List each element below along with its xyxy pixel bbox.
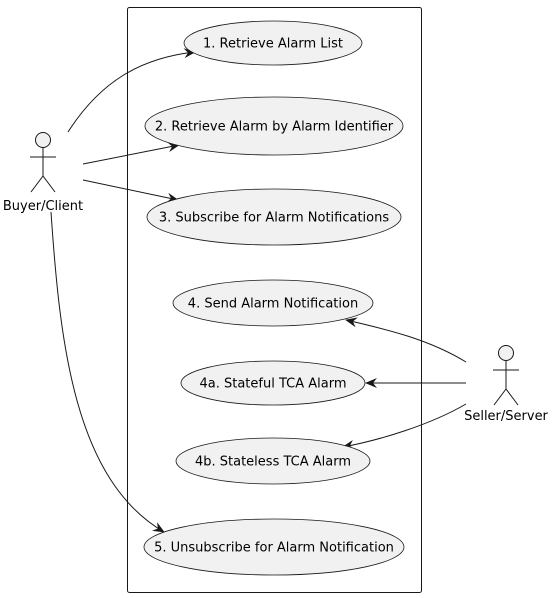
usecase-ellipse (143, 518, 405, 576)
link-buyer-uc1 (67, 48, 196, 133)
usecase-ellipse (183, 20, 363, 66)
link-seller-uc4 (345, 317, 467, 363)
usecase-ellipse (146, 188, 402, 246)
actor-buyer: Buyer/Client (3, 132, 83, 214)
link-buyer-uc2 (82, 142, 180, 165)
usecase-ellipse (180, 360, 366, 406)
usecase-uc2: 2. Retrieve Alarm by Alarm Identifier (144, 96, 404, 156)
usecase-label: 1. Retrieve Alarm List (203, 37, 343, 52)
usecase-uc5: 5. Unsubscribe for Alarm Notification (143, 518, 405, 576)
usecase-label: 4. Send Alarm Notification (188, 297, 358, 312)
usecase-label: 3. Subscribe for Alarm Notifications (159, 211, 390, 226)
link-buyer-uc3 (82, 179, 179, 203)
usecase-ellipse (144, 96, 404, 156)
usecase-label: 4b. Stateless TCA Alarm (195, 455, 351, 470)
actor-label: Buyer/Client (3, 199, 83, 214)
usecase-label: 2. Retrieve Alarm by Alarm Identifier (155, 120, 394, 135)
usecase-uc4a: 4a. Stateful TCA Alarm (180, 360, 366, 406)
stick-figure-icon (493, 345, 519, 406)
usecase-uc3: 3. Subscribe for Alarm Notifications (146, 188, 402, 246)
usecase-uc4: 4. Send Alarm Notification (172, 279, 374, 327)
link-buyer-uc5 (50, 211, 165, 533)
usecase-uc1: 1. Retrieve Alarm List (183, 20, 363, 66)
link-seller-uc4b (342, 403, 467, 450)
actor-seller: Seller/Server (464, 345, 549, 424)
usecase-ellipse (175, 437, 371, 485)
usecase-label: 4a. Stateful TCA Alarm (199, 377, 346, 392)
usecase-uc4b: 4b. Stateless TCA Alarm (175, 437, 371, 485)
usecase-ellipse (172, 279, 374, 327)
stick-figure-icon (30, 132, 56, 193)
usecase-label: 5. Unsubscribe for Alarm Notification (154, 541, 394, 556)
actor-label: Seller/Server (464, 409, 548, 424)
system-boundary (127, 7, 422, 593)
